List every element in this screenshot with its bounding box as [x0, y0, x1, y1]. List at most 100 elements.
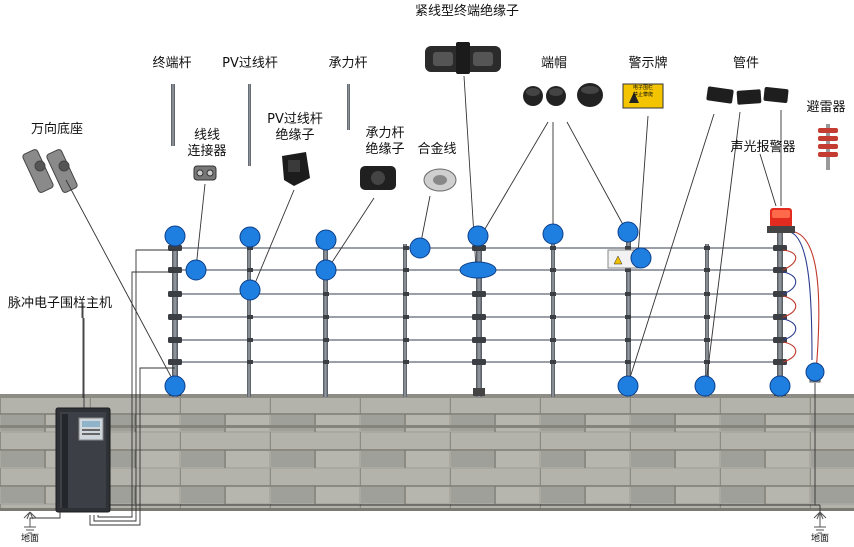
wire-clip: [625, 338, 631, 342]
sign-picture-text-1: 电子围栏: [632, 85, 654, 91]
wire-clip: [625, 315, 631, 319]
marker-pv-insulator: [239, 279, 261, 301]
wire-clip: [247, 315, 253, 319]
insulator-block: [773, 267, 787, 273]
wire-clip: [247, 246, 253, 250]
warning-sign-picture: [622, 83, 664, 109]
wire-clip: [704, 360, 710, 364]
marker-bearing-pole: [315, 229, 337, 251]
marker-alloy-wire: [409, 237, 431, 259]
marker-pipe-1: [617, 375, 639, 397]
pipe-picture: [706, 86, 789, 105]
insulator-block: [168, 314, 182, 320]
label-base: 万向底座: [30, 122, 84, 137]
callout-markers: [164, 221, 825, 397]
wire-clip: [403, 246, 409, 250]
title-terminal-insulator: 紧线型终端绝缘子: [414, 4, 520, 19]
lightning-arrester-picture: [818, 124, 838, 170]
wire-clip: [704, 246, 710, 250]
wire-clip: [323, 360, 329, 364]
label-bearing-insulator-2: 绝缘子: [365, 142, 405, 157]
pv-insulator-picture: [282, 152, 310, 186]
marker-connector: [185, 259, 207, 281]
wire-clip: [247, 338, 253, 342]
wire-clip: [550, 246, 556, 250]
insulator-block: [472, 337, 486, 343]
host-unit: [55, 407, 111, 513]
wire-clip: [550, 268, 556, 272]
wire-clip: [550, 292, 556, 296]
insulator-block: [168, 245, 182, 251]
insulator-block: [773, 245, 787, 251]
label-connector-1: 线线: [193, 128, 221, 143]
insulator-block: [168, 359, 182, 365]
wire-clip: [550, 338, 556, 342]
lead-wires: [782, 231, 820, 373]
pv-pole-3: [551, 244, 555, 397]
wire-clip: [323, 292, 329, 296]
marker-sign: [630, 247, 652, 269]
insulator-block: [472, 291, 486, 297]
label-alloy-wire: 合金线: [417, 142, 457, 157]
label-pv-insulator-1: PV过线杆: [267, 112, 323, 127]
terminal-insulator-picture: [425, 42, 501, 74]
marker-end-cap-3: [617, 221, 639, 243]
label-sign: 警示牌: [628, 56, 668, 71]
marker-base: [164, 375, 186, 397]
alarm-light: [767, 208, 795, 233]
sign-picture-text-2: 禁止攀爬: [632, 92, 654, 98]
label-ground-right: 地面: [810, 534, 830, 544]
label-host: 脉冲电子围栏主机: [8, 296, 113, 311]
insulator-block: [773, 291, 787, 297]
wire-clip: [247, 360, 253, 364]
label-lightning-arrester: 避雷器: [806, 100, 846, 115]
label-pipe: 管件: [732, 56, 760, 71]
wire-clip: [550, 360, 556, 364]
pv-pole: [247, 244, 251, 397]
wire-clip: [625, 268, 631, 272]
wire-clip: [550, 315, 556, 319]
wire-clip: [704, 268, 710, 272]
insulator-block: [472, 314, 486, 320]
insulator-block: [773, 359, 787, 365]
label-terminal-pole: 终端杆: [152, 56, 192, 71]
wire-clip: [704, 315, 710, 319]
wire-clip: [323, 338, 329, 342]
bearing-insulator-picture: [360, 166, 396, 190]
wire-clip: [704, 338, 710, 342]
marker-terminal-pole: [164, 225, 186, 247]
insulator-block: [168, 267, 182, 273]
insulator-block: [472, 245, 486, 251]
wire-clip: [403, 315, 409, 319]
pole-pictures: [171, 84, 350, 166]
wire-clip: [403, 292, 409, 296]
end-cap-picture: [523, 83, 603, 107]
wire-clip: [625, 360, 631, 364]
marker-terminal-insulator: [459, 261, 497, 279]
pv-pole-4: [705, 244, 709, 397]
leader-lines: [65, 75, 782, 398]
label-bearing-pole: 承力杆: [328, 56, 368, 71]
insulator-block: [472, 359, 486, 365]
connector-picture: [193, 165, 217, 181]
wire-clip: [247, 268, 253, 272]
wire-clip: [323, 315, 329, 319]
label-alarm: 声光报警器: [730, 140, 796, 155]
pv-pole-2: [403, 244, 407, 397]
insulator-block: [773, 337, 787, 343]
ground-symbol-right: [813, 511, 827, 534]
marker-pv-pole: [239, 226, 261, 248]
alloy-wire-picture: [423, 168, 457, 192]
marker-ground-clamp: [805, 362, 825, 382]
insulator-block: [773, 314, 787, 320]
marker-end-cap-2: [542, 223, 564, 245]
ground-symbol-left: [23, 511, 37, 534]
label-bearing-insulator-1: 承力杆: [365, 126, 405, 141]
host-wiring: [29, 249, 821, 526]
marker-pipe-2: [694, 375, 716, 397]
brick-wall: [0, 394, 854, 511]
wire-clip: [403, 338, 409, 342]
label-pv-insulator-2: 绝缘子: [275, 128, 315, 143]
wire-clip: [403, 360, 409, 364]
